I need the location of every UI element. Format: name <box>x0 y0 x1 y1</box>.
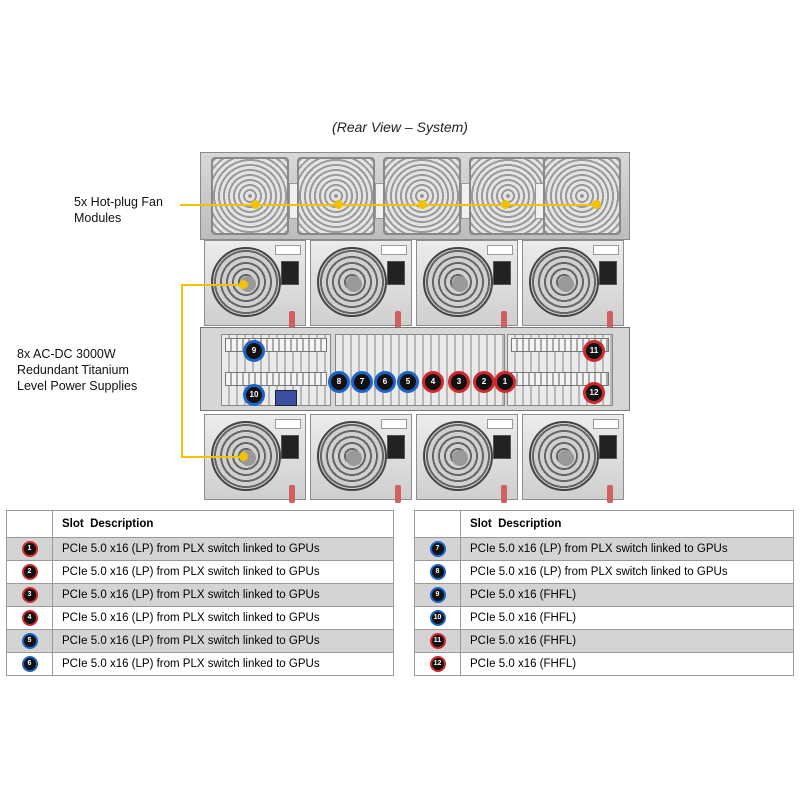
slot-number-badge: 3 <box>21 587 38 603</box>
slot-description: PCIe 5.0 x16 (LP) from PLX switch linked… <box>52 583 394 607</box>
io-module <box>200 327 630 411</box>
table-row: 5 PCIe 5.0 x16 (LP) from PLX switch linke… <box>6 629 394 653</box>
lp-slot-bay <box>335 334 505 406</box>
slot-badge-3: 3 <box>448 371 470 393</box>
power-supply <box>416 240 518 329</box>
table-row: 12 PCIe 5.0 x16 (FHFL) <box>414 652 794 676</box>
slot-description: PCIe 5.0 x16 (LP) from PLX switch linked… <box>52 606 394 630</box>
slot-description: PCIe 5.0 x16 (LP) from PLX switch linked… <box>52 652 394 676</box>
slot-badge-9: 9 <box>243 340 265 362</box>
psu-callout-line-1: 8x AC-DC 3000W <box>17 347 116 361</box>
slot-badge-5: 5 <box>397 371 419 393</box>
leader-dot <box>334 200 343 209</box>
slot-number-badge: 8 <box>429 564 446 580</box>
table-row: 4 PCIe 5.0 x16 (LP) from PLX switch linke… <box>6 606 394 630</box>
table-row: 10 PCIe 5.0 x16 (FHFL) <box>414 606 794 630</box>
slot-description: PCIe 5.0 x16 (FHFL) <box>460 583 794 607</box>
vga-port <box>275 390 297 406</box>
leader-dot <box>251 200 260 209</box>
leader-dot <box>592 200 601 209</box>
slot-number-badge: 9 <box>429 587 446 603</box>
fan-leader-line <box>180 204 600 206</box>
fan-module <box>297 157 375 235</box>
slot-description: PCIe 5.0 x16 (LP) from PLX switch linked… <box>460 560 794 584</box>
slot-description: PCIe 5.0 x16 (FHFL) <box>460 606 794 630</box>
table-row: 9 PCIe 5.0 x16 (FHFL) <box>414 583 794 607</box>
power-supplies-callout: 8x AC-DC 3000W Redundant Titanium Level … <box>17 346 137 394</box>
leader-dot <box>418 200 427 209</box>
table-header-row: Slot Description <box>414 510 794 538</box>
psu-leader-vertical <box>181 284 183 457</box>
table-row: 6 PCIe 5.0 x16 (LP) from PLX switch linke… <box>6 652 394 676</box>
table-header-label: Slot Description <box>52 510 394 538</box>
table-header-row: Slot Description <box>6 510 394 538</box>
power-supply <box>310 240 412 329</box>
psu-row-top <box>200 240 630 329</box>
server-rear-chassis <box>200 152 630 503</box>
psu-callout-line-2: Redundant Titanium <box>17 363 129 377</box>
table-header-num <box>6 510 53 538</box>
slot-description: PCIe 5.0 x16 (LP) from PLX switch linked… <box>52 629 394 653</box>
diagram-caption: (Rear View – System) <box>332 119 468 135</box>
table-row: 7 PCIe 5.0 x16 (LP) from PLX switch linke… <box>414 537 794 561</box>
table-header-label: Slot Description <box>460 510 794 538</box>
slot-badge-6: 6 <box>374 371 396 393</box>
leader-dot <box>239 452 248 461</box>
slot-badge-4: 4 <box>422 371 444 393</box>
slot-badge-8: 8 <box>328 371 350 393</box>
leader-dot <box>501 200 510 209</box>
slot-badge-10: 10 <box>243 384 265 406</box>
slot-badge-12: 12 <box>583 382 605 404</box>
fan-callout-line-1: 5x Hot-plug Fan <box>74 195 163 209</box>
table-row: 3 PCIe 5.0 x16 (LP) from PLX switch linke… <box>6 583 394 607</box>
slot-description: PCIe 5.0 x16 (FHFL) <box>460 629 794 653</box>
slot-number-badge: 7 <box>429 541 446 557</box>
slot-number-badge: 6 <box>21 656 38 672</box>
slot-number-badge: 11 <box>429 633 446 649</box>
slot-row <box>225 372 327 386</box>
fan-module <box>543 157 621 235</box>
table-row: 11 PCIe 5.0 x16 (FHFL) <box>414 629 794 653</box>
slot-description: PCIe 5.0 x16 (FHFL) <box>460 652 794 676</box>
power-supply <box>310 414 412 503</box>
slot-number-badge: 10 <box>429 610 446 626</box>
fan-module <box>383 157 461 235</box>
table-row: 8 PCIe 5.0 x16 (LP) from PLX switch linke… <box>414 560 794 584</box>
table-row: 2 PCIe 5.0 x16 (LP) from PLX switch linke… <box>6 560 394 584</box>
fan-tray <box>200 152 630 240</box>
psu-leader-top <box>181 284 243 286</box>
power-supply <box>204 240 306 329</box>
slot-row <box>225 338 327 352</box>
slot-description: PCIe 5.0 x16 (LP) from PLX switch linked… <box>52 560 394 584</box>
power-supply <box>522 240 624 329</box>
slot-badge-2: 2 <box>473 371 495 393</box>
table-row: 1 PCIe 5.0 x16 (LP) from PLX switch linke… <box>6 537 394 561</box>
fan-modules-callout: 5x Hot-plug Fan Modules <box>74 194 163 226</box>
slot-badge-7: 7 <box>351 371 373 393</box>
slot-badge-1: 1 <box>494 371 516 393</box>
psu-leader-bottom <box>181 456 243 458</box>
psu-row-bottom <box>200 414 630 503</box>
slot-number-badge: 2 <box>21 564 38 580</box>
power-supply <box>522 414 624 503</box>
fan-module <box>469 157 547 235</box>
slot-number-badge: 4 <box>21 610 38 626</box>
slot-number-badge: 12 <box>429 656 446 672</box>
fan-callout-line-2: Modules <box>74 211 122 225</box>
psu-callout-line-3: Level Power Supplies <box>17 379 138 393</box>
power-supply <box>416 414 518 503</box>
slot-description: PCIe 5.0 x16 (LP) from PLX switch linked… <box>460 537 794 561</box>
table-header-num <box>414 510 461 538</box>
leader-dot <box>239 280 248 289</box>
slot-number-badge: 5 <box>21 633 38 649</box>
slot-description: PCIe 5.0 x16 (LP) from PLX switch linked… <box>52 537 394 561</box>
slot-badge-11: 11 <box>583 340 605 362</box>
slot-number-badge: 1 <box>21 541 38 557</box>
fan-module <box>211 157 289 235</box>
